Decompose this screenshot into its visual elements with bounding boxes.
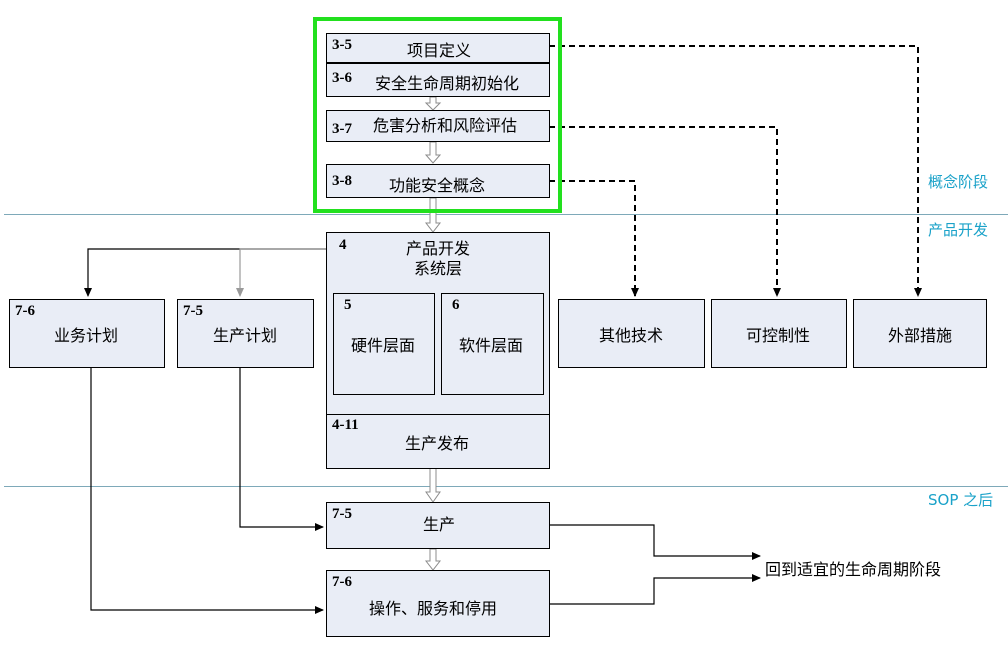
box-label: 生产 bbox=[423, 515, 456, 534]
box-label: 功能安全概念 bbox=[389, 176, 486, 195]
box-number: 7-6 bbox=[15, 303, 35, 319]
box-label: 项目定义 bbox=[407, 41, 472, 60]
flow-arrow-3-8-to-product-dev bbox=[424, 197, 442, 233]
box-safety-lifecycle-init: 3-6 安全生命周期初始化 bbox=[326, 63, 550, 97]
box-production: 7-5 生产 bbox=[326, 502, 550, 549]
box-number: 4 bbox=[339, 237, 347, 253]
phase-label-concept: 概念阶段 bbox=[928, 173, 989, 191]
arrow-to-business-plan bbox=[84, 248, 326, 297]
dashed-arrows bbox=[549, 45, 922, 297]
box-controllability: 可控制性 bbox=[711, 299, 847, 368]
flow-arrow-3-7-to-3-8 bbox=[424, 141, 442, 164]
release-label: 生产发布 bbox=[405, 434, 470, 453]
box-number: 7-6 bbox=[332, 574, 352, 590]
box-label: 安全生命周期初始化 bbox=[375, 74, 520, 93]
box-number: 3-7 bbox=[332, 121, 352, 137]
box-label: 硬件层面 bbox=[351, 336, 416, 355]
box-hardware-level: 5 硬件层面 bbox=[333, 293, 435, 395]
box-production-plan: 7-5 生产计划 bbox=[177, 299, 314, 368]
box-number: 3-5 bbox=[332, 37, 352, 53]
dashed-arrow-to-other-tech bbox=[549, 180, 639, 297]
box-other-technologies: 其他技术 bbox=[558, 299, 705, 368]
box-number: 3-6 bbox=[332, 70, 352, 86]
box-number: 6 bbox=[452, 297, 460, 313]
box-hazard-analysis: 3-7 危害分析和风险评估 bbox=[326, 110, 550, 142]
arrow-operation-to-return bbox=[549, 574, 761, 605]
box-number: 7-5 bbox=[183, 303, 203, 319]
flow-arrows bbox=[424, 96, 442, 571]
box-label: 生产计划 bbox=[213, 326, 278, 345]
box-item-definition: 3-5 项目定义 bbox=[326, 33, 550, 63]
release-divider bbox=[327, 414, 549, 415]
return-to-lifecycle-label: 回到适宜的生命周期阶段 bbox=[765, 560, 942, 579]
box-number: 7-5 bbox=[332, 506, 352, 522]
arrow-production-plan-to-production bbox=[239, 368, 324, 531]
flow-arrow-release-to-production bbox=[425, 467, 441, 503]
separator-product-dev bbox=[4, 486, 1008, 487]
dashed-arrow-to-controllability bbox=[549, 126, 781, 297]
concept-highlight-frame bbox=[313, 17, 562, 213]
flow-arrow-production-to-operation bbox=[424, 548, 442, 571]
box-label: 危害分析和风险评估 bbox=[373, 116, 518, 135]
box-label: 操作、服务和停用 bbox=[369, 599, 498, 618]
box-label: 可控制性 bbox=[746, 326, 811, 345]
phase-label-product-dev: 产品开发 bbox=[928, 221, 989, 239]
arrow-business-plan-to-operation bbox=[90, 368, 324, 614]
release-number: 4-11 bbox=[332, 417, 359, 433]
box-label: 外部措施 bbox=[888, 326, 953, 345]
arrow-production-to-return bbox=[549, 524, 761, 560]
box-product-development: 4 产品开发 系统层 5 硬件层面 6 软件层面 4-11 生产发布 bbox=[326, 232, 550, 469]
separator-concept bbox=[4, 214, 1008, 215]
box-functional-safety-concept: 3-8 功能安全概念 bbox=[326, 164, 550, 198]
product-dev-title: 产品开发 bbox=[405, 239, 470, 258]
system-level-label: 系统层 bbox=[413, 259, 462, 278]
box-software-level: 6 软件层面 bbox=[441, 293, 544, 395]
phase-label-after-sop: SOP 之后 bbox=[928, 491, 994, 509]
box-external-measures: 外部措施 bbox=[853, 299, 987, 368]
box-label: 软件层面 bbox=[459, 336, 524, 355]
box-label: 业务计划 bbox=[54, 326, 119, 345]
arrow-to-production-plan bbox=[236, 248, 326, 297]
box-operation-service-decommission: 7-6 操作、服务和停用 bbox=[326, 570, 550, 637]
box-business-plan: 7-6 业务计划 bbox=[9, 299, 165, 368]
box-number: 5 bbox=[344, 297, 352, 313]
box-number: 3-8 bbox=[332, 173, 352, 189]
dashed-arrow-to-external-measures bbox=[549, 45, 922, 297]
flow-arrow-3-6-to-3-7 bbox=[424, 96, 442, 111]
box-label: 其他技术 bbox=[599, 326, 664, 345]
